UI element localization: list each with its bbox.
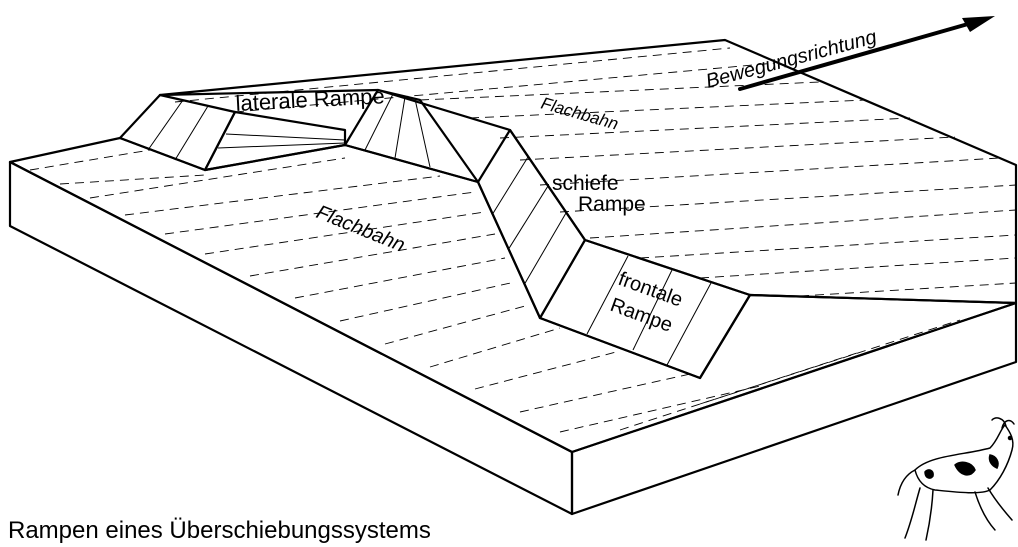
block-sides [8,160,1018,516]
lower-flat-hatch [29,149,961,433]
cow-icon [897,417,1015,541]
arrow-right-icon [738,16,995,91]
frontal-ramp [538,238,752,380]
label-oblique-ramp-line2: Rampe [578,193,646,216]
label-lateral-ramp: laterale Rampe [235,83,385,116]
diagram-title: Rampen eines Überschiebungssystems [8,517,431,544]
oblique-ramp [476,128,587,320]
label-flat-lower: Flachbahn [313,201,408,256]
lower-flat-surface [8,136,1018,454]
label-flat-upper: Flachbahn [539,94,621,134]
lateral-ramp [118,88,480,184]
label-oblique-ramp-line1: schiefe [552,172,619,195]
label-direction: Bewegungsrichtung [704,26,879,93]
